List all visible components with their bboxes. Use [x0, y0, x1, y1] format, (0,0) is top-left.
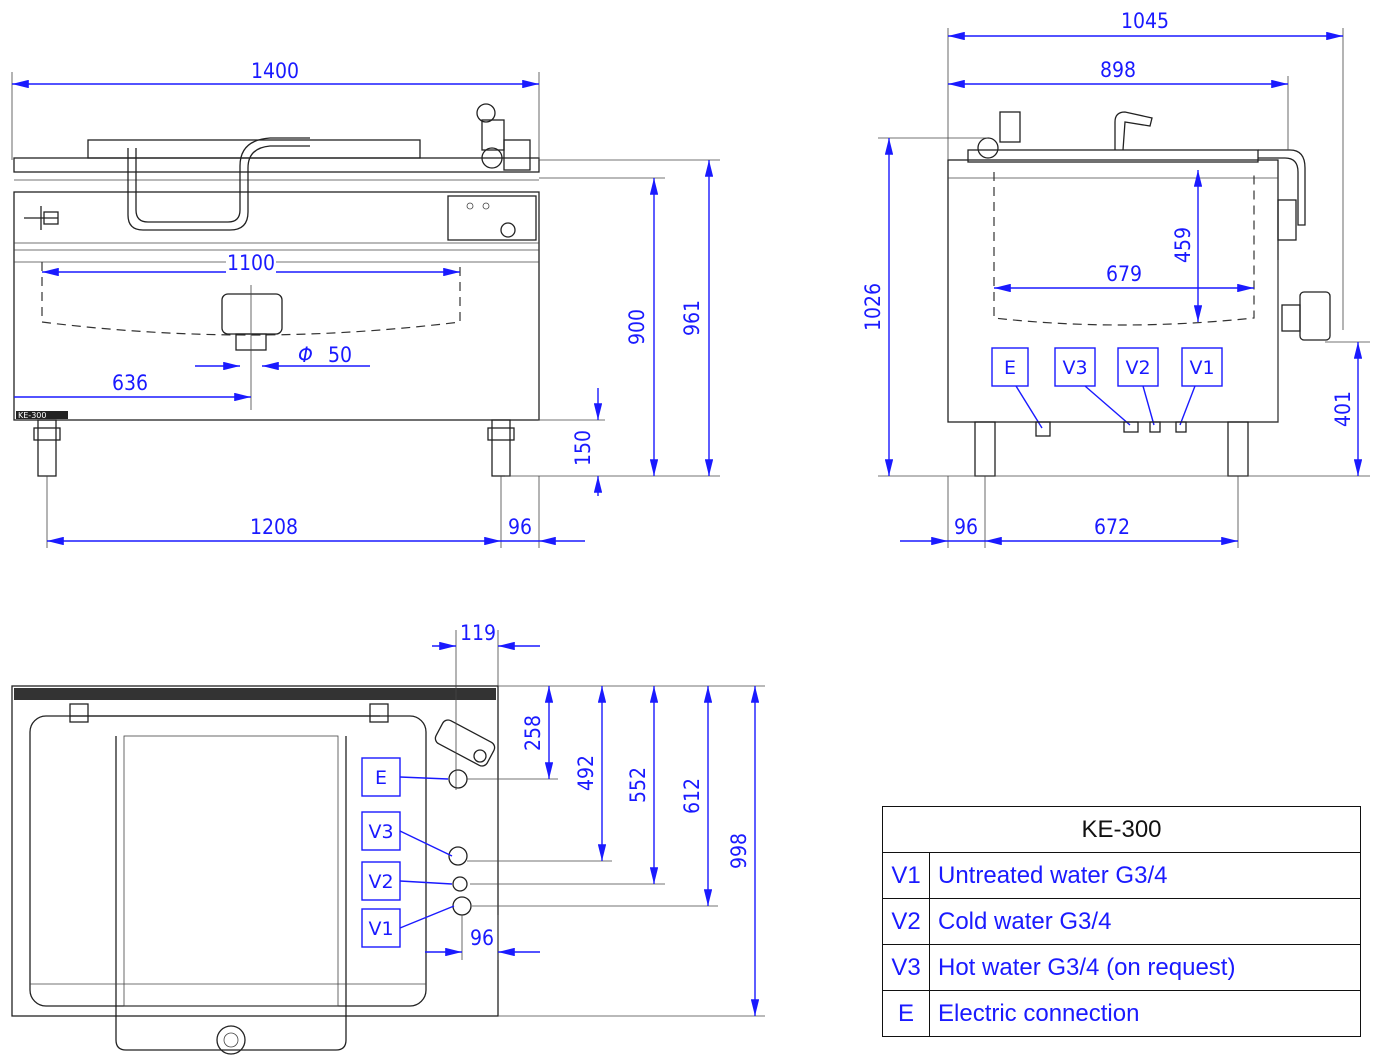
- top-grille: [14, 688, 496, 700]
- side-valve-icon: [977, 137, 999, 159]
- tilt-symbol-icon: [24, 206, 59, 230]
- front-body: [13, 191, 540, 421]
- legend-desc: Electric connection: [929, 990, 1361, 1037]
- legend-desc: Untreated water G3/4: [929, 852, 1361, 899]
- side-conn-e: [991, 347, 1029, 387]
- control-panel: [447, 195, 537, 241]
- dim-offset-119: 119: [460, 621, 496, 645]
- top-outlet-icon: [216, 1025, 246, 1055]
- legend-row: V2 Cold water G3/4: [882, 898, 1361, 945]
- top-conn-e-label: E: [375, 767, 387, 789]
- legend-header-row: KE-300: [882, 806, 1361, 853]
- dim-height-900: 900: [625, 309, 649, 345]
- legend-desc: Hot water G3/4 (on request): [929, 944, 1361, 991]
- valve-assembly-icon: [476, 103, 531, 171]
- side-leg-right: [1227, 421, 1249, 477]
- dim-612: 612: [680, 778, 704, 814]
- top-conn-v3-label: V3: [368, 821, 393, 843]
- side-conn-v3-label: V3: [1062, 357, 1087, 379]
- dim-492: 492: [574, 755, 598, 791]
- legend-code: V2: [882, 898, 930, 945]
- dim-depth-1045: 1045: [1121, 9, 1169, 33]
- top-conn-v1-label: V1: [368, 918, 393, 940]
- dim-outlet-636: 636: [112, 371, 148, 395]
- front-lid: [87, 139, 421, 159]
- model-plate-text: KE-300: [18, 411, 46, 420]
- dim-height-1026: 1026: [861, 283, 885, 331]
- legend-code: V3: [882, 944, 930, 991]
- dim-leg-span-1208: 1208: [250, 515, 298, 539]
- legend-row: V3 Hot water G3/4 (on request): [882, 944, 1361, 991]
- dim-tank-depth-459: 459: [1171, 227, 1195, 263]
- side-view: E V3 V2 V1 1045 898 1026 459 679: [861, 9, 1370, 548]
- front-handle: [127, 145, 310, 231]
- dim-tank-1100: 1100: [227, 251, 275, 275]
- top-valve-icon: [434, 719, 496, 767]
- legend-title: KE-300: [882, 806, 1361, 853]
- dim-258: 258: [521, 715, 545, 751]
- dim-outlet-50: 50: [328, 343, 352, 367]
- legend-desc: Cold water G3/4: [929, 898, 1361, 945]
- side-conn-v2-label: V2: [1125, 357, 1150, 379]
- dim-leg-150: 150: [571, 430, 595, 466]
- legend-row: E Electric connection: [882, 990, 1361, 1037]
- control-knob-icon: [500, 222, 516, 238]
- front-top-rim: [13, 157, 540, 173]
- side-conn-e-label: E: [1004, 357, 1016, 379]
- dim-side-leg-offset-96: 96: [954, 515, 978, 539]
- front-view: 1400 1100 636 Φ 50 900 961 150 1208 96: [11, 59, 720, 548]
- dim-height-961: 961: [680, 300, 704, 336]
- dim-width-1400: 1400: [251, 59, 299, 83]
- dim-998: 998: [727, 833, 751, 869]
- legend-code: V1: [882, 852, 930, 899]
- dim-side-leg-span-672: 672: [1094, 515, 1130, 539]
- top-view: E V3 V2 V1 119 258 492 552 612: [11, 621, 765, 1055]
- side-conn-v3: [1054, 347, 1096, 387]
- side-leg-left: [974, 421, 996, 477]
- side-conn-v2: [1117, 347, 1159, 387]
- side-conn-v1-label: V1: [1189, 357, 1214, 379]
- top-tank: [29, 715, 427, 1007]
- side-conn-v1: [1181, 347, 1223, 387]
- dim-leg-offset-96: 96: [508, 515, 532, 539]
- top-conn-v2-label: V2: [368, 871, 393, 893]
- outlet-icon: [221, 285, 283, 410]
- dim-outlet-height-401: 401: [1331, 391, 1355, 427]
- side-spout: [1114, 111, 1153, 151]
- side-tank-outline: [993, 172, 1255, 326]
- legend-code: E: [882, 990, 930, 1037]
- dim-top-offset-96: 96: [470, 926, 494, 950]
- model-plate: [16, 411, 68, 419]
- dim-diameter-symbol: Φ: [298, 343, 313, 367]
- side-body: [947, 159, 1279, 423]
- dim-depth-898: 898: [1100, 58, 1136, 82]
- top-handle: [115, 736, 347, 1051]
- legend-row: V1 Untreated water G3/4: [882, 852, 1361, 899]
- top-body: [11, 685, 499, 1017]
- side-outlet-icon: [1281, 291, 1331, 341]
- dim-552: 552: [626, 767, 650, 803]
- tank-outline: [41, 262, 461, 336]
- connection-legend-table: KE-300 V1 Untreated water G3/4 V2 Cold w…: [882, 806, 1361, 1037]
- dim-tank-length-679: 679: [1106, 262, 1142, 286]
